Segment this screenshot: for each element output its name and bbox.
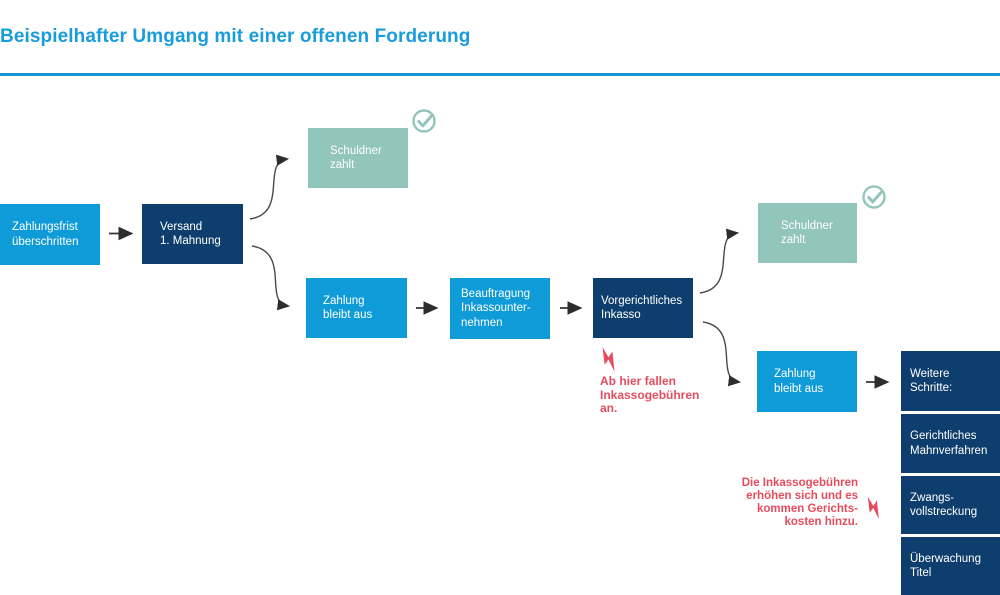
node-label: Zwangs- vollstreckung — [910, 491, 978, 518]
node-label: Schuldner zahlt — [781, 219, 833, 246]
node-label: Zahlung bleibt aus — [774, 368, 824, 395]
node-label: Schuldner zahlt — [330, 144, 382, 171]
node-label: Überwachung Titel — [910, 552, 981, 579]
node-zahlungsfrist-ueberschritten: Zahlungsfrist überschritten — [0, 204, 100, 265]
node-zahlung-bleibt-aus-2: Zahlung bleibt aus — [757, 351, 857, 412]
note-text: Ab hier fallen Inkassogebühren an. — [600, 374, 700, 416]
node-label: Vorgerichtliches Inkasso — [601, 294, 683, 321]
node-vorgerichtliches-inkasso: Vorgerichtliches Inkasso — [593, 278, 693, 338]
node-label: Weitere Schritte: — [910, 367, 953, 394]
node-beauftragung-inkassounternehmen: Beauftragung Inkassounter- nehmen — [450, 278, 550, 339]
note-fees-increase: Die Inkassogebühren erhöhen sich und es … — [732, 477, 858, 529]
curve-versand-to-zahlung1 — [251, 245, 291, 311]
node-schuldner-zahlt-1: Schuldner zahlt — [308, 128, 408, 188]
curve-versand-to-schuldner1 — [249, 154, 290, 220]
lightning-icon — [602, 347, 615, 372]
curve-vorgerichtliches-to-zahlung2 — [702, 321, 742, 387]
page-title: Beispielhafter Umgang mit einer offenen … — [0, 26, 471, 47]
node-schuldner-zahlt-2: Schuldner zahlt — [758, 203, 857, 263]
node-ueberwachung-titel: Überwachung Titel — [901, 537, 1000, 595]
node-gerichtliches-mahnverfahren: Gerichtliches Mahnverfahren — [901, 414, 1000, 473]
check-circle-icon — [412, 109, 436, 133]
note-text: Die Inkassogebühren erhöhen sich und es … — [741, 477, 858, 528]
title-divider — [0, 73, 1000, 76]
lightning-icon — [867, 496, 879, 520]
curve-vorgerichtliches-to-schuldner2 — [699, 228, 740, 294]
node-label: Beauftragung Inkassounter- nehmen — [461, 287, 531, 329]
node-label: Zahlungsfrist überschritten — [12, 221, 79, 248]
node-zwangsvollstreckung: Zwangs- vollstreckung — [901, 476, 1000, 534]
node-label: Gerichtliches Mahnverfahren — [910, 430, 988, 457]
note-inkasso-fees-start: Ab hier fallen Inkassogebühren an. — [600, 374, 710, 416]
node-weitere-schritte: Weitere Schritte: — [901, 351, 1000, 411]
node-versand-1-mahnung: Versand 1. Mahnung — [142, 204, 243, 264]
check-circle-icon — [862, 185, 886, 209]
node-label: Zahlung bleibt aus — [323, 294, 373, 321]
node-zahlung-bleibt-aus-1: Zahlung bleibt aus — [306, 278, 407, 338]
node-label: Versand 1. Mahnung — [160, 220, 221, 247]
